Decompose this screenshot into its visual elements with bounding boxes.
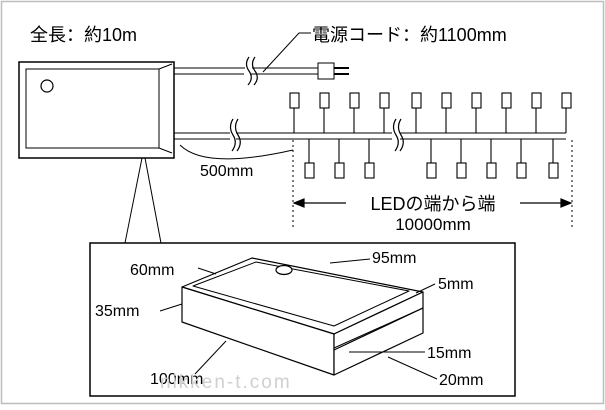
led-string [174, 118, 566, 152]
led-bulbs-bottom [304, 139, 559, 179]
dim-95-label: 95mm [372, 250, 416, 267]
span-length-label: 10000mm [395, 215, 471, 234]
plug-icon [317, 62, 335, 80]
led-bulb-icon [501, 92, 512, 133]
total-length-label: 全長：約10m [30, 25, 137, 45]
led-bulb-icon [456, 139, 467, 179]
power-cord [174, 56, 349, 86]
led-bulb-icon [561, 92, 572, 133]
button-icon-3d [275, 264, 293, 276]
dim-60-label: 60mm [130, 262, 174, 279]
button-icon [40, 79, 54, 93]
dim-5-label: 5mm [438, 276, 474, 293]
led-bulb-icon [486, 139, 497, 179]
led-bulb-icon [426, 139, 437, 179]
zoom-line-left [124, 157, 143, 244]
dim-100-label: 100mm [150, 371, 203, 388]
led-bulb-icon [411, 92, 422, 133]
dim-35-label: 35mm [95, 303, 139, 320]
led-bulb-icon [471, 92, 482, 133]
watermark: nikken-t.com [160, 372, 292, 393]
span-label: LEDの端から端 [370, 194, 495, 214]
controller-3d-view [181, 257, 424, 376]
led-bulbs-top [289, 92, 572, 133]
led-bulb-icon [334, 139, 345, 179]
led-bulb-icon [531, 92, 542, 133]
lead-dimension-arc [179, 144, 294, 160]
led-bulb-icon [304, 139, 315, 179]
detail-leader-lines [159, 258, 438, 380]
led-bulb-icon [516, 139, 527, 179]
span-dimension-arrow [292, 198, 573, 208]
cord-callout-line [262, 32, 311, 73]
led-bulb-icon [349, 92, 360, 133]
led-bulb-icon [364, 139, 375, 179]
led-bulb-icon [289, 92, 300, 133]
lead-length-label: 500mm [200, 163, 253, 180]
led-bulb-icon [319, 92, 330, 133]
led-bulb-icon [379, 92, 390, 133]
cord-length-label: 電源コード：約1100mm [312, 25, 507, 45]
zoom-line-right [144, 157, 162, 244]
led-bulb-icon [548, 139, 559, 179]
controller-box [18, 61, 175, 159]
dim-20-label: 20mm [439, 372, 483, 389]
dim-15-label: 15mm [427, 345, 471, 362]
led-bulb-icon [441, 92, 452, 133]
